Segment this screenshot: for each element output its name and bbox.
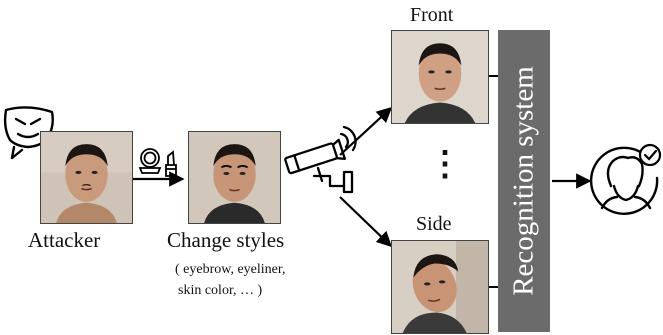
side-view-photo: [391, 240, 489, 334]
recognition-system-box: Recognition system: [498, 30, 550, 332]
front-label: Front: [410, 4, 454, 26]
attacker-label: Attacker: [28, 228, 101, 252]
styles-detail-line2: skin color, … ): [178, 283, 263, 298]
cctv-camera-icon: [284, 125, 357, 194]
attacker-photo: [40, 131, 133, 224]
arrow-camera-to-side: [339, 196, 393, 248]
ellipsis-vertical: ⋮: [428, 146, 462, 183]
front-view-photo: [391, 30, 489, 124]
side-label: Side: [416, 213, 452, 235]
arrow-camera-to-front: [339, 106, 393, 156]
verified-badge: [638, 143, 662, 167]
verified-user-icon: [589, 146, 659, 215]
recognition-system-label: Recognition system: [507, 66, 540, 296]
styles-detail-line1: ( eyebrow, eyeliner,: [175, 262, 286, 277]
check-icon: [643, 149, 658, 161]
makeup-icon: [138, 148, 177, 177]
change-styles-label: Change styles: [167, 228, 285, 252]
styled-face-photo: [188, 131, 281, 224]
attacker-mask-icon: [3, 106, 54, 160]
